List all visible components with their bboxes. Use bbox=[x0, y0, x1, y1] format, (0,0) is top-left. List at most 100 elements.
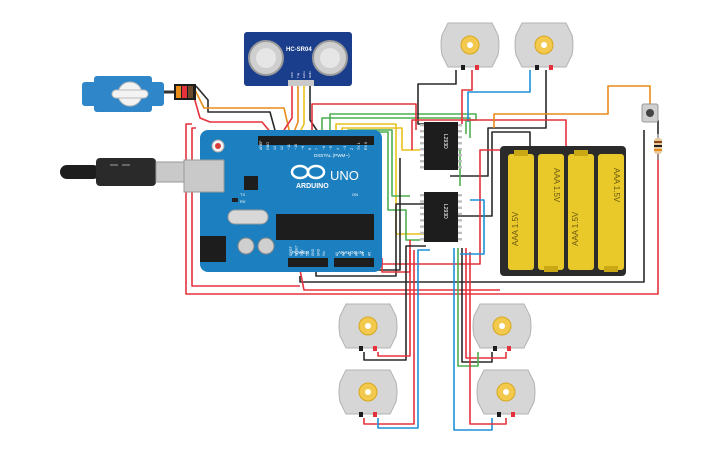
digital-pin-label: AREF bbox=[259, 140, 263, 150]
arduino-brand: ARDUINO bbox=[296, 183, 329, 190]
motor4-wire-blue bbox=[377, 249, 430, 429]
motor-terminal bbox=[493, 346, 497, 351]
battery-1-label: AAA 1.5V bbox=[511, 211, 520, 246]
sensor-header bbox=[288, 80, 314, 86]
digital-pin-label: 7 bbox=[315, 148, 319, 150]
driver-pin bbox=[420, 231, 424, 235]
power-pin-label: GND bbox=[311, 248, 315, 256]
motor-terminal bbox=[373, 412, 377, 417]
analog-pin-label: A3 bbox=[355, 252, 359, 256]
dc-motor-3[interactable] bbox=[338, 303, 398, 351]
servo-pin-ground bbox=[188, 86, 193, 98]
driver-pin bbox=[458, 219, 462, 222]
arduino-model: UNO bbox=[330, 168, 359, 183]
power-bus-red-2 bbox=[191, 127, 300, 287]
sensor-pin-label: GND bbox=[308, 71, 312, 79]
analog-pin-label: A4 bbox=[361, 252, 365, 256]
sensor-mesh-right bbox=[320, 48, 340, 68]
driver-pin bbox=[458, 200, 462, 203]
motor-shaft bbox=[499, 323, 505, 329]
driver-pin bbox=[420, 136, 424, 139]
servo-wire-black bbox=[195, 85, 277, 135]
servo-wire-red bbox=[191, 89, 273, 135]
power-label: POWER bbox=[292, 250, 310, 255]
digital-pin-label: ~10 bbox=[294, 144, 298, 150]
power-header[interactable] bbox=[288, 258, 328, 267]
digital-pin-label: TX 1 bbox=[357, 142, 361, 150]
driver-pin bbox=[420, 194, 424, 197]
driver-pin bbox=[458, 142, 462, 145]
driver-pin bbox=[458, 206, 462, 209]
driver-pin bbox=[458, 238, 462, 241]
driver-pin bbox=[420, 142, 424, 145]
analog-pin-label: A0 bbox=[335, 252, 339, 256]
analog-label: ANALOG IN bbox=[338, 250, 363, 255]
dc-motor-4[interactable] bbox=[472, 303, 532, 351]
digital-pin-label: ~3 bbox=[343, 146, 347, 150]
wire-green-1 bbox=[321, 117, 471, 138]
driver-pin bbox=[458, 160, 462, 163]
rx-label: RX bbox=[240, 199, 246, 204]
driver-pin bbox=[420, 238, 424, 241]
battery-pack[interactable]: AAA 1.5V AAA 1.5V AAA 1.5V AAA 1.5V bbox=[500, 146, 626, 276]
wire-red-bat-top bbox=[411, 119, 567, 150]
dc-motor-2[interactable] bbox=[514, 22, 574, 70]
push-button-cap[interactable] bbox=[646, 109, 654, 117]
motor-terminal bbox=[535, 65, 539, 70]
wire-green-2 bbox=[329, 113, 477, 134]
sensor-pin-label: Echo bbox=[302, 71, 306, 78]
motor4-wire-red bbox=[363, 250, 415, 425]
servo-pin-power bbox=[182, 86, 187, 98]
power-bus-red-3 bbox=[299, 269, 500, 291]
led-tx bbox=[232, 198, 238, 202]
battery-cell-2: AAA 1.5V bbox=[538, 154, 564, 272]
servo-motor[interactable] bbox=[82, 76, 196, 112]
driver-2-chip bbox=[424, 192, 458, 242]
power-pin-label: GND bbox=[317, 248, 321, 256]
motor-driver-1[interactable]: L293D bbox=[420, 122, 462, 170]
capacitor-1 bbox=[237, 237, 255, 255]
dc-motors bbox=[338, 22, 574, 417]
resistor bbox=[654, 134, 662, 160]
digital-pin-label: GND bbox=[266, 142, 270, 150]
atmega-chip bbox=[276, 214, 374, 240]
battery-cell-3: AAA 1.5V bbox=[568, 150, 594, 270]
driver-pin bbox=[458, 136, 462, 139]
digital-pin-label: 13 bbox=[273, 146, 277, 150]
motor5-wire-red bbox=[465, 248, 507, 359]
driver-pin bbox=[458, 231, 462, 235]
crystal bbox=[227, 209, 269, 225]
sensor-pin-label: VCC bbox=[290, 71, 294, 78]
tx-label: TX bbox=[240, 192, 245, 197]
digital-pin-label: ~6 bbox=[322, 146, 326, 150]
driver-pin bbox=[420, 130, 424, 133]
servo-wire-orange bbox=[193, 87, 291, 135]
analog-pin-label: A1 bbox=[342, 252, 346, 256]
driver-pin bbox=[420, 225, 424, 228]
power-pin-label: RESET bbox=[295, 245, 299, 256]
motor-driver-2[interactable]: L293D bbox=[420, 192, 462, 242]
driver-pin bbox=[420, 166, 424, 169]
driver-1-label: L293D bbox=[442, 134, 448, 149]
usb-cable bbox=[60, 158, 187, 186]
dc-motor-5[interactable] bbox=[338, 369, 398, 417]
driver-pin bbox=[420, 148, 424, 151]
usb-plug-body bbox=[96, 158, 156, 186]
driver-1-chip bbox=[424, 122, 458, 170]
motor3-wire-black bbox=[363, 245, 426, 361]
capacitor-2 bbox=[257, 237, 275, 255]
motor-terminal bbox=[359, 346, 363, 351]
push-button[interactable] bbox=[641, 103, 659, 123]
power-pin-label: IOREF bbox=[289, 246, 293, 256]
motor5-wire-black bbox=[461, 248, 493, 363]
digital-header[interactable] bbox=[258, 136, 374, 145]
arduino-uno-board[interactable]: ARDUINO UNO DIGITAL (PWM~) POWER ANALOG … bbox=[183, 130, 382, 272]
dc-motor-6[interactable] bbox=[476, 369, 536, 417]
dc-motor-1[interactable] bbox=[440, 22, 500, 70]
analog-header[interactable] bbox=[334, 258, 374, 267]
